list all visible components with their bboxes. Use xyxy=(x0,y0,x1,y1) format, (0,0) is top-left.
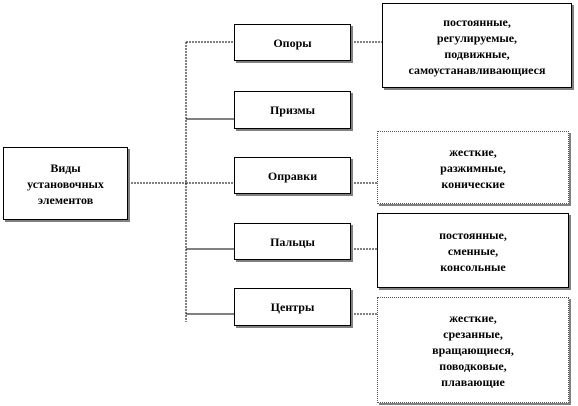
branch-node-pins: Пальцы xyxy=(234,223,351,260)
root-label: Виды установочных элементов xyxy=(27,160,104,207)
branch-node-prisms: Призмы xyxy=(234,91,351,129)
branch-label-supports: Опоры xyxy=(273,35,312,50)
detail-text-centers: жесткие, срезанные, вращающиеся, поводко… xyxy=(432,311,514,389)
detail-text-supports: постоянные, регулируемые, подвижные, сам… xyxy=(408,14,546,77)
detail-node-pins: постоянные, сменные, консольные xyxy=(377,213,569,288)
branch-label-centers: Центры xyxy=(270,300,315,314)
detail-text-pins: постоянные, сменные, консольные xyxy=(439,227,507,274)
branch-node-centers: Центры xyxy=(234,288,351,326)
detail-node-supports: постоянные, регулируемые, подвижные, сам… xyxy=(382,3,572,88)
branch-node-supports: Опоры xyxy=(234,24,351,61)
branch-label-prisms: Призмы xyxy=(269,103,316,117)
detail-node-mandrels: жесткие, разжимные, конические xyxy=(377,131,569,204)
root-node: Виды установочных элементов xyxy=(3,147,128,220)
branch-node-mandrels: Оправки xyxy=(234,157,351,194)
detail-text-mandrels: жесткие, разжимные, конические xyxy=(440,144,506,191)
branch-label-mandrels: Оправки xyxy=(267,168,318,183)
detail-node-centers: жесткие, срезанные, вращающиеся, поводко… xyxy=(377,297,569,403)
branch-label-pins: Пальцы xyxy=(270,234,315,249)
